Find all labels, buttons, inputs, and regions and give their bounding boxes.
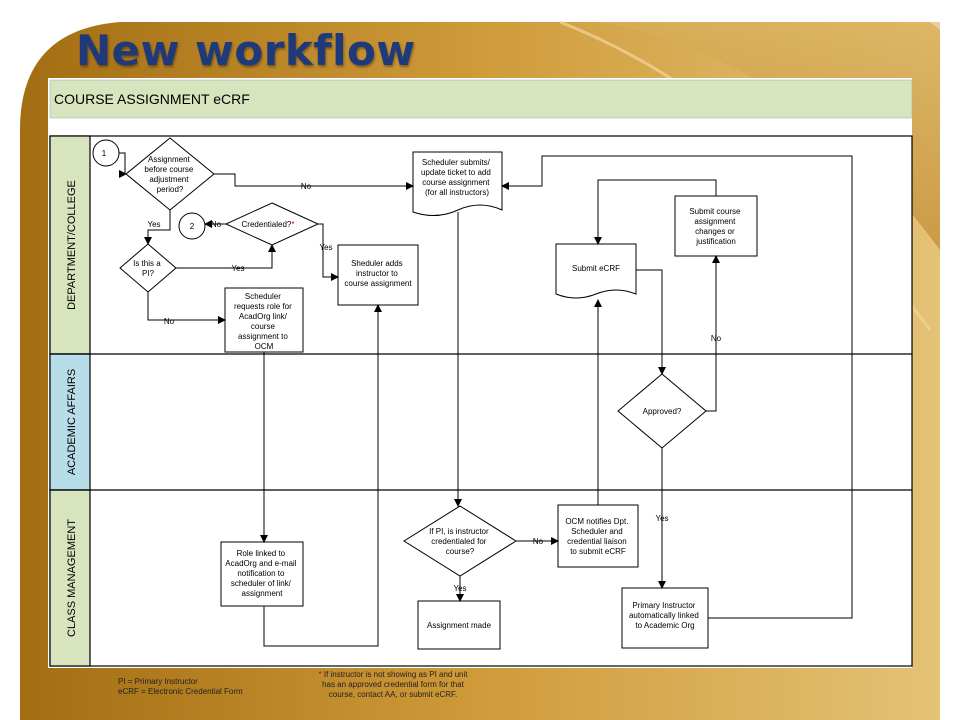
edge-role-to-adds — [263, 304, 382, 647]
edge-cred-yes — [318, 223, 339, 281]
lane-label-cm: CLASS MANAGEMENT — [66, 519, 78, 637]
connector-1-label: 1 — [102, 149, 107, 158]
footnote-line-3: course, contact AA, or submit eCRF. — [328, 690, 458, 699]
submit-ecrf-text: Submit eCRF — [572, 264, 620, 273]
scheduler-submits-doc — [412, 151, 503, 216]
diagram-header-text: COURSE ASSIGNMENT eCRF — [54, 91, 250, 107]
legend-line-1: PI = Primary Instructor — [118, 677, 198, 686]
credentialed-text: Credentialed?* — [242, 220, 295, 229]
legend-line-2: eCRF = Electronic Credential Form — [118, 687, 243, 696]
diagram-header — [49, 79, 913, 119]
ocm-notifies-text: OCM notifies Dpt. Scheduler and credenti… — [565, 517, 630, 556]
edge-label-no-ocm: No — [533, 537, 544, 546]
submit-changes-text: Submit course assignment changes or just… — [689, 207, 742, 246]
edge-pi-yes — [176, 244, 276, 269]
footnote-asterisk: * — [318, 670, 322, 679]
edge-assignment-yes — [144, 210, 171, 245]
edge-label-no-2: No — [211, 220, 222, 229]
edge-label-no-pi: No — [164, 317, 175, 326]
scheduler-adds-text: Sheduler adds instructor to course assig… — [344, 259, 412, 288]
legend-abbreviations: PI = Primary Instructor eCRF = Electroni… — [118, 677, 243, 697]
edge-label-yes-cred: Yes — [319, 243, 332, 252]
is-pi-text: Is this a PI? — [133, 259, 163, 278]
edge-label-yes-approved: Yes — [655, 514, 668, 523]
footnote-line-1: If instructor is not showing as PI and u… — [321, 670, 468, 679]
edge-ecrf-to-approved — [636, 269, 666, 375]
lane-label-dept: DEPARTMENT/COLLEGE — [66, 180, 78, 310]
if-pi-credentialed-text: If PI, is instructor credentialed for co… — [429, 527, 491, 556]
connector-2-label: 2 — [190, 222, 195, 231]
edge-assignment-no — [214, 173, 414, 190]
edge-approved-no — [706, 255, 720, 412]
edge-changes-to-ecrf — [594, 179, 717, 245]
role-linked-box — [220, 541, 304, 607]
lane-label-aa: ACADEMIC AFFAIRS — [66, 369, 78, 475]
scheduler-adds-box — [337, 244, 419, 306]
edge-primary-loop — [501, 155, 853, 619]
edge-c1-to-assignment — [119, 152, 127, 178]
legend-footnote: * If instructor is not showing as PI and… — [308, 670, 478, 700]
assignment-before-text: Assignment before course adjustment peri… — [144, 155, 195, 194]
role-linked-text: Role linked to AcadOrg and e-mail notifi… — [225, 549, 298, 598]
edge-label-yes-made: Yes — [453, 584, 466, 593]
assignment-made-box — [417, 600, 501, 650]
scheduler-requests-box — [224, 287, 304, 353]
primary-instructor-text: Primary Instructor automatically linked … — [629, 601, 701, 630]
assignment-made-text: Assignment made — [427, 621, 492, 630]
edge-label-yes-pi: Yes — [231, 264, 244, 273]
scheduler-submits-text: Scheduler submits/ update ticket to add … — [421, 158, 493, 197]
edge-label-no-approved: No — [711, 334, 722, 343]
edge-label-no-top: No — [301, 182, 312, 191]
lane-dept-band — [49, 135, 91, 355]
approved-text: Approved? — [643, 407, 682, 416]
submit-ecrf-doc — [555, 243, 637, 299]
footnote-line-2: has an approved credential form for that — [322, 680, 464, 689]
edge-label-yes-left: Yes — [147, 220, 160, 229]
scheduler-requests-text: Scheduler requests role for AcadOrg link… — [234, 292, 294, 351]
slide-title: New workflow — [76, 26, 416, 75]
ocm-notifies-box — [557, 504, 639, 568]
swimlane-frame — [49, 135, 913, 667]
submit-changes-box — [674, 195, 758, 257]
edge-pi-no — [147, 292, 226, 324]
